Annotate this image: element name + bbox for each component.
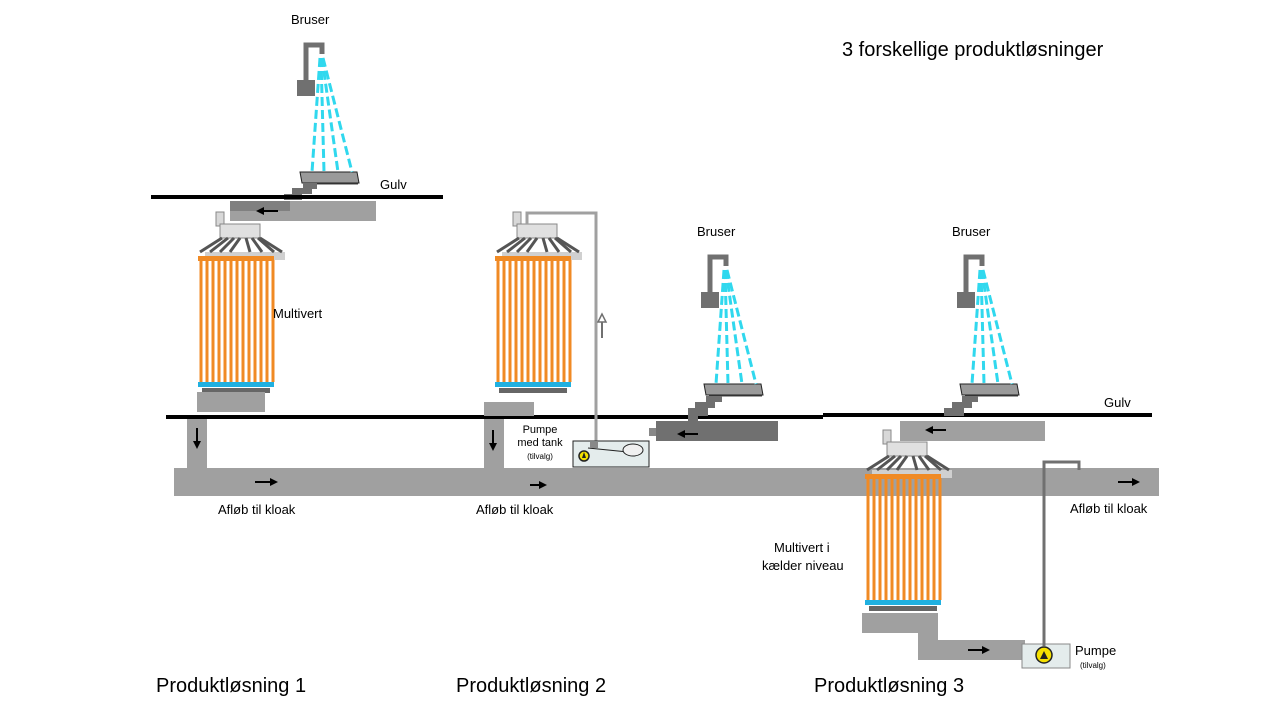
right-arrow-icon — [530, 481, 547, 489]
label-bruser-3: Bruser — [952, 224, 991, 239]
right-arrow-icon — [255, 478, 278, 486]
right-arrow-icon — [968, 646, 990, 654]
shower-head-icon — [297, 45, 359, 184]
label-gulv-2: Gulv — [1104, 395, 1131, 410]
shower-head-icon — [701, 257, 763, 396]
label-afloeb-2: Afløb til kloak — [476, 502, 554, 517]
shower-head-icon — [957, 257, 1019, 396]
label-pumpe: Pumpe — [1075, 643, 1117, 658]
label-bruser-1: Bruser — [291, 12, 330, 27]
label-tilvalg-1: (tilvalg) — [527, 452, 553, 461]
label-multivert-kaelder-line2: kælder niveau — [762, 558, 844, 573]
caption-solution-3: Produktløsning 3 — [814, 675, 965, 697]
left-arrow-icon — [256, 207, 278, 215]
right-arrow-icon — [1118, 478, 1140, 486]
caption-solution-1: Produktløsning 1 — [156, 675, 307, 697]
pump-return-pipe — [525, 211, 598, 447]
multivert-outlet-2 — [484, 402, 534, 416]
multivert-unit-3 — [863, 428, 954, 613]
label-tilvalg-2: (tilvalg) — [1080, 661, 1106, 670]
up-arrow-icon — [596, 312, 608, 338]
down-arrow-icon — [489, 430, 497, 451]
label-multivert: Multivert — [273, 306, 323, 321]
left-arrow-icon — [677, 430, 698, 438]
multivert-unit-1 — [196, 210, 287, 395]
shower-drain-steps-2 — [688, 396, 722, 416]
label-afloeb-3: Afløb til kloak — [1070, 501, 1148, 516]
label-pumpe-tank-line1: Pumpe — [522, 424, 558, 436]
pump-riser-pipe — [1042, 460, 1081, 646]
label-pumpe-tank-line2: med tank — [517, 437, 563, 449]
diagram-title: 3 forskellige produktløsninger — [842, 39, 1104, 61]
multivert-unit-2 — [493, 210, 584, 395]
main-drain-pipe — [174, 468, 1159, 496]
label-multivert-kaelder-line1: Multivert i — [774, 540, 830, 555]
label-bruser-2: Bruser — [697, 224, 736, 239]
floor-pipe-2 — [656, 421, 778, 441]
label-gulv-1: Gulv — [380, 177, 407, 192]
label-pumpe-tank: Pumpe med tank (tilvalg) — [514, 424, 566, 463]
caption-solution-2: Produktløsning 2 — [456, 675, 607, 697]
multivert-outlet-1 — [197, 392, 265, 412]
label-afloeb-1: Afløb til kloak — [218, 502, 296, 517]
pump-tank-icon — [572, 428, 659, 468]
pump-icon — [1021, 643, 1071, 669]
shower-drain-steps-3 — [944, 396, 978, 416]
floor-pipe-3 — [900, 421, 1045, 441]
left-arrow-icon — [925, 426, 946, 434]
down-arrow-icon — [193, 428, 201, 449]
